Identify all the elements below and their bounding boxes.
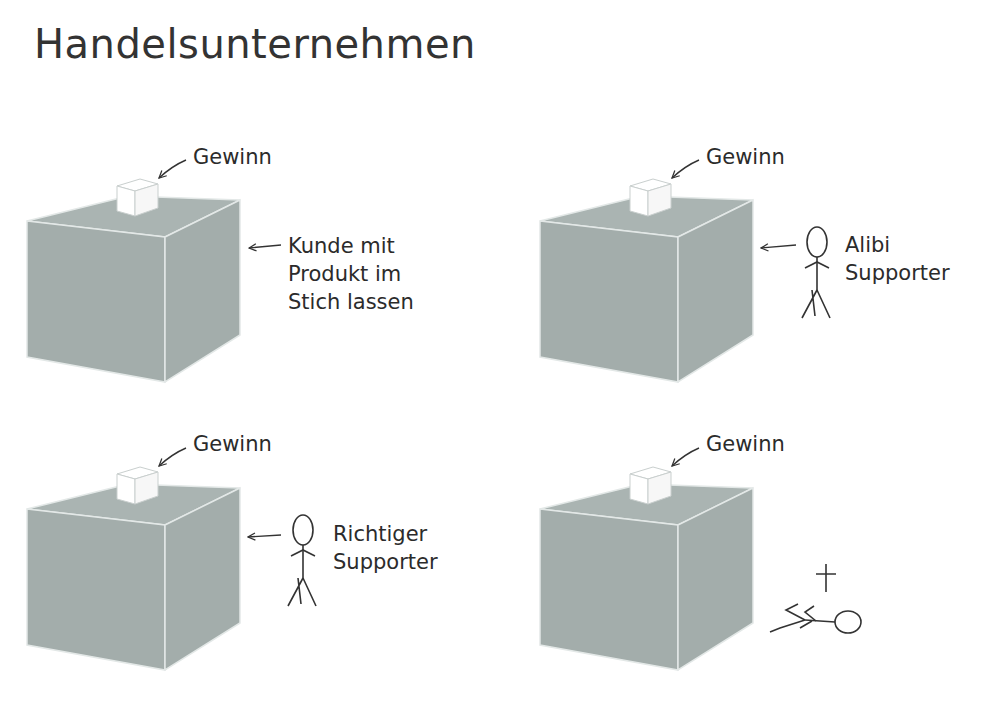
side-label: Alibi Supporter (845, 231, 975, 287)
company-cube (540, 448, 753, 670)
leader-arrow (761, 245, 796, 248)
side-label: Richtiger Supporter (333, 520, 468, 576)
diagram-title: Handelsunternehmen (34, 20, 476, 68)
company-cube (27, 160, 240, 382)
side-label: Kunde mit Produkt im Stich lassen (288, 232, 436, 316)
leader-arrow (249, 245, 281, 248)
stick-figure (288, 515, 316, 606)
profit-label: Gewinn (706, 143, 846, 171)
stick-figure (802, 227, 830, 318)
company-cube (27, 448, 240, 670)
dead-figure (770, 564, 861, 633)
profit-label: Gewinn (193, 143, 333, 171)
profit-label: Gewinn (706, 430, 846, 458)
leader-arrow (248, 535, 281, 537)
company-cube (540, 160, 753, 382)
profit-label: Gewinn (193, 430, 333, 458)
